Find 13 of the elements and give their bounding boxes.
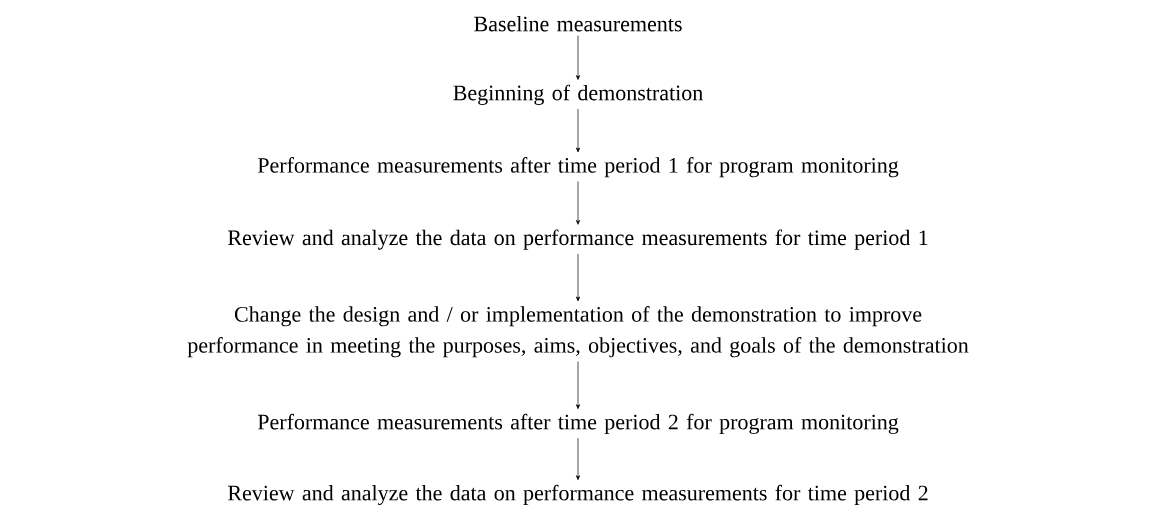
- step-text: Performance measurements after time period 1 for program monitoring: [257, 157, 899, 178]
- arrow: [575, 253, 581, 302]
- step-text: Change the design and / or implementation of the demonstration to improve performance in meeting the purposes, aims, objectives, and goals of the demonstration: [187, 306, 969, 358]
- step-text: Performance measurements after time period 2 for program monitoring: [257, 413, 899, 434]
- arrow: [575, 437, 581, 480]
- arrow: [575, 361, 581, 409]
- step-text: Review and analyze the data on performance measurements for time period 2: [228, 484, 928, 505]
- arrow: [575, 35, 581, 80]
- step-text: Review and analyze the data on performance measurements for time period 1: [228, 229, 928, 250]
- step-text: Beginning of demonstration: [453, 84, 703, 105]
- step-text: Baseline measurements: [474, 15, 682, 32]
- arrow: [575, 181, 581, 225]
- arrow: [575, 108, 581, 153]
